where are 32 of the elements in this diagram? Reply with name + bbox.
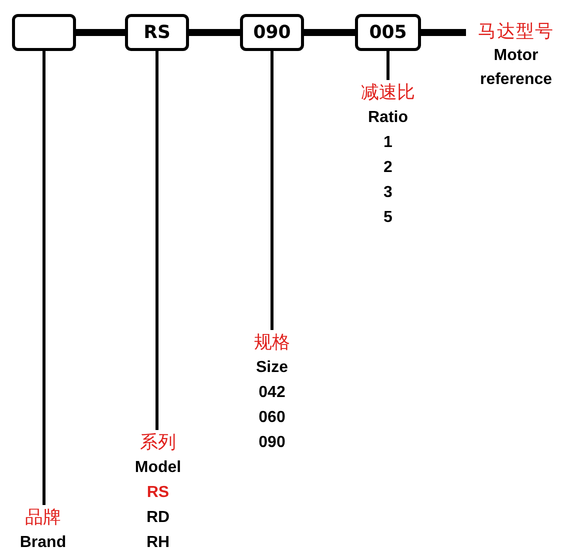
code-box	[12, 14, 76, 51]
heading-label: 规格	[254, 331, 290, 355]
category-label: Model	[134, 458, 182, 478]
heading-label: 马达型号	[478, 20, 554, 44]
option-label: RD	[146, 508, 170, 528]
category-label: Brand	[20, 533, 66, 553]
option-label: 5	[384, 208, 392, 228]
option-label: 060	[258, 408, 286, 428]
heading-label: 品牌	[25, 506, 61, 530]
code-box: 005	[355, 14, 421, 51]
heading-label: 系列	[140, 431, 176, 455]
dash-connector	[421, 29, 466, 36]
option-label: 1	[384, 133, 392, 153]
code-box: RS	[125, 14, 189, 51]
code-box: 090	[240, 14, 304, 51]
option-label: 042	[258, 383, 286, 403]
leader-line	[42, 51, 46, 505]
dash-connector	[76, 29, 125, 36]
option-label: 090	[258, 433, 286, 453]
leader-line	[386, 51, 390, 80]
category-label: Motor reference	[478, 46, 554, 90]
leader-line	[270, 51, 274, 330]
dash-connector	[304, 29, 355, 36]
option-label: 3	[384, 183, 392, 203]
category-label: Size	[256, 358, 288, 378]
category-label: Ratio	[368, 108, 408, 128]
option-label: RH	[146, 533, 170, 553]
heading-label: 减速比	[361, 81, 415, 105]
leader-line	[156, 51, 158, 430]
option-label: 2	[384, 158, 392, 178]
option-label: RS	[146, 483, 170, 503]
dash-connector	[189, 29, 240, 36]
